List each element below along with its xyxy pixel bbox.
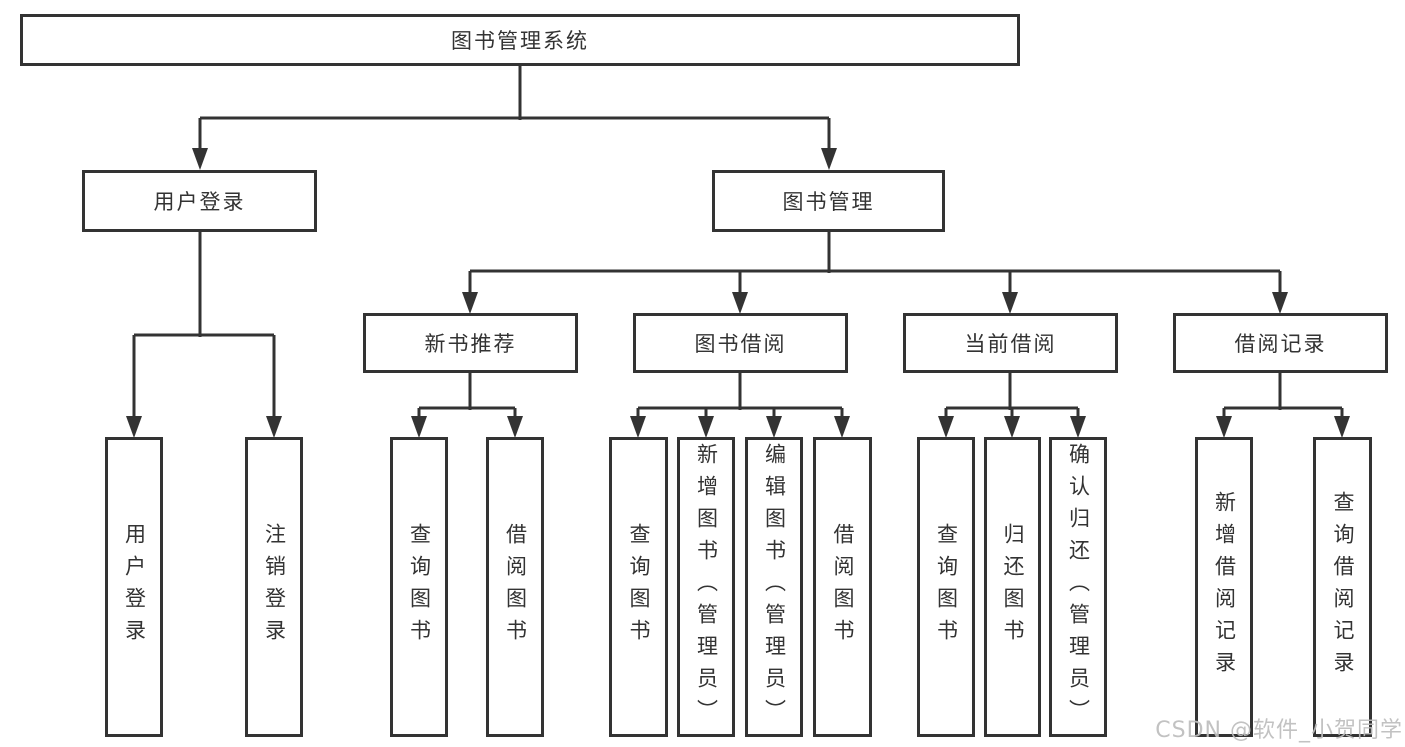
node-label: 新书推荐 <box>424 332 517 356</box>
arrowhead <box>698 416 714 438</box>
leaf-query-books-recommend: 查询图书 <box>390 437 448 737</box>
node-label: 新增借阅记录 <box>1212 491 1237 683</box>
leaf-add-borrow-record: 新增借阅记录 <box>1195 437 1253 737</box>
arrowhead <box>821 148 837 170</box>
csdn-watermark: CSDN @软件_小贺同学 <box>1155 718 1403 743</box>
node-label: 新增图书（管理员） <box>694 443 719 731</box>
node-label: 借阅图书 <box>831 523 855 651</box>
node-borrowing-records: 借阅记录 <box>1173 313 1388 373</box>
leaf-confirm-return-admin: 确认归还（管理员） <box>1049 437 1107 737</box>
leaf-logout-login: 注销登录 <box>245 437 303 737</box>
leaf-edit-books-admin: 编辑图书（管理员） <box>745 437 803 737</box>
leaf-query-books-current: 查询图书 <box>917 437 975 737</box>
node-label: 确认归还（管理员） <box>1066 443 1091 731</box>
arrowhead <box>1334 416 1350 438</box>
node-label: 用户登录 <box>153 190 246 214</box>
node-label: 查询借阅记录 <box>1331 491 1355 683</box>
arrowhead <box>1216 416 1232 438</box>
node-label: 查询图书 <box>934 523 959 651</box>
leaf-query-books-borrow: 查询图书 <box>609 437 668 737</box>
leaf-return-books: 归还图书 <box>984 437 1041 737</box>
arrowhead <box>192 148 208 170</box>
arrowhead <box>266 416 282 438</box>
node-book-management: 图书管理 <box>712 170 945 232</box>
arrowheads <box>126 148 1350 438</box>
node-book-borrowing: 图书借阅 <box>633 313 848 373</box>
arrowhead <box>411 416 427 438</box>
node-label: 图书借阅 <box>694 332 787 356</box>
arrowhead <box>1070 416 1086 438</box>
node-label: 图书管理 <box>782 190 875 214</box>
node-label: 编辑图书（管理员） <box>762 443 787 731</box>
arrowhead <box>630 416 646 438</box>
node-label: 查询图书 <box>627 523 651 651</box>
connector-lines-path <box>132 66 1344 418</box>
node-label: 归还图书 <box>1001 523 1025 651</box>
node-user-login: 用户登录 <box>82 170 317 232</box>
arrowhead <box>1002 292 1018 314</box>
leaf-borrow-books: 借阅图书 <box>813 437 872 737</box>
node-label: 用户登录 <box>122 523 147 651</box>
node-current-borrowing: 当前借阅 <box>903 313 1118 373</box>
arrowhead <box>1272 292 1288 314</box>
node-system-root: 图书管理系统 <box>20 14 1020 66</box>
node-new-book-recommendation: 新书推荐 <box>363 313 578 373</box>
arrowhead <box>766 416 782 438</box>
arrowhead <box>507 416 523 438</box>
arrowhead <box>938 416 954 438</box>
node-label: 查询图书 <box>407 523 432 651</box>
arrowhead <box>732 292 748 314</box>
node-label: 当前借阅 <box>964 332 1057 356</box>
leaf-add-books-admin: 新增图书（管理员） <box>677 437 735 737</box>
arrowhead <box>462 292 478 314</box>
leaf-borrow-books-recommend: 借阅图书 <box>486 437 544 737</box>
leaf-user-login: 用户登录 <box>105 437 163 737</box>
arrowhead <box>126 416 142 438</box>
node-label: 图书管理系统 <box>451 29 589 53</box>
arrowhead <box>834 416 850 438</box>
node-label: 注销登录 <box>262 523 287 651</box>
arrowhead <box>1004 416 1020 438</box>
leaf-query-borrow-record: 查询借阅记录 <box>1313 437 1372 737</box>
node-label: 借阅记录 <box>1234 332 1327 356</box>
node-label: 借阅图书 <box>503 523 528 651</box>
